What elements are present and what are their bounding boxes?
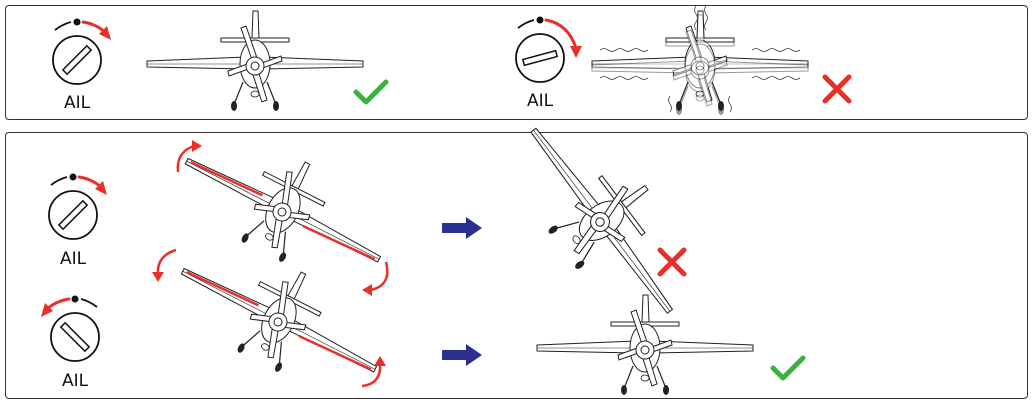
airplane-banked-lower bbox=[160, 223, 400, 404]
rotation-arrow-upper-right bbox=[362, 261, 389, 296]
knob-label-top-right: AIL bbox=[527, 91, 554, 111]
check-mark-icon bbox=[356, 82, 386, 102]
knob-ail-bottom-upper bbox=[48, 173, 107, 240]
airplane-stable-top bbox=[146, 10, 364, 112]
knob-ail-top-left bbox=[52, 18, 111, 85]
bottom-panel-direction-setting bbox=[5, 132, 1028, 399]
cross-mark-icon bbox=[825, 77, 849, 101]
rotation-arrow-lower-right bbox=[361, 356, 386, 388]
airplane-overbanked-result bbox=[493, 96, 715, 342]
knob-label-bottom-upper: AIL bbox=[60, 249, 87, 269]
knob-label-bottom-lower: AIL bbox=[62, 371, 89, 391]
airplane-oscillating-top bbox=[591, 5, 809, 116]
rotation-arrow-lower-left bbox=[152, 248, 177, 282]
cross-mark-icon bbox=[660, 250, 684, 274]
knob-ail-top-right bbox=[515, 16, 582, 83]
right-arrow-icon bbox=[442, 217, 482, 239]
rotation-arrow-upper-left bbox=[176, 140, 202, 173]
knob-ail-bottom-lower bbox=[41, 295, 100, 362]
airplane-banked-upper bbox=[164, 113, 404, 302]
airplane-level-result bbox=[536, 294, 754, 396]
check-mark-icon bbox=[773, 358, 803, 378]
knob-label-top-left: AIL bbox=[64, 93, 91, 113]
right-arrow-icon bbox=[442, 344, 482, 366]
